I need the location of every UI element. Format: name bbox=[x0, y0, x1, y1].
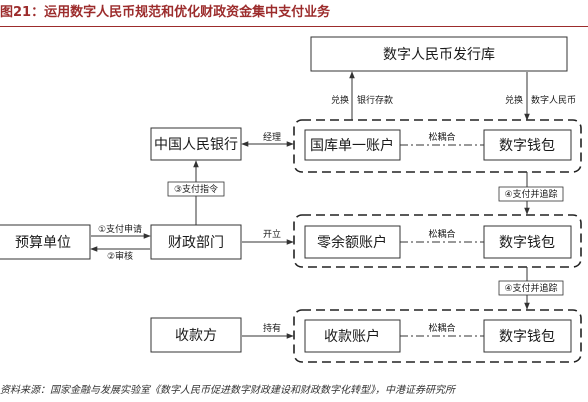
label-hold: 持有 bbox=[263, 322, 281, 334]
node-wallet-1-label: 数字钱包 bbox=[499, 138, 555, 154]
title-divider bbox=[0, 26, 588, 27]
label-payment-order-box bbox=[167, 181, 225, 197]
label-payment-request: ①支付申请 bbox=[98, 223, 142, 235]
label-exchange-right: 兑换 bbox=[505, 94, 523, 106]
node-issuer: 数字人民币发行库 bbox=[310, 36, 568, 72]
label-open-account: 开立 bbox=[263, 228, 281, 240]
group-treasury-row bbox=[293, 119, 582, 173]
node-zero-balance-account: 零余额账户 bbox=[304, 225, 401, 259]
node-issuer-label: 数字人民币发行库 bbox=[383, 47, 495, 63]
node-finance-dept-label: 财政部门 bbox=[168, 235, 224, 251]
label-pay-trace-1: ④支付并追踪 bbox=[504, 188, 557, 200]
label-payment-order: ③支付指令 bbox=[174, 183, 218, 195]
node-pboc-label: 中国人民银行 bbox=[154, 137, 238, 153]
node-wallet-2-label: 数字钱包 bbox=[499, 235, 555, 251]
node-budget-unit-label: 预算单位 bbox=[15, 235, 71, 251]
label-pay-trace-1-box bbox=[498, 186, 564, 202]
node-wallet-3-label: 数字钱包 bbox=[499, 329, 555, 345]
node-wallet-1: 数字钱包 bbox=[483, 129, 572, 161]
source-note: 资料来源：国家金融与发展实验室《数字人民币促进数字财政建设和财政数字化转型》，中… bbox=[0, 385, 455, 396]
label-digital-rmb: 数字人民币 bbox=[531, 94, 576, 106]
node-payee-label: 收款方 bbox=[175, 328, 217, 344]
group-zero-balance-row bbox=[293, 214, 582, 268]
label-pay-trace-2-box bbox=[498, 280, 564, 296]
node-collection-account-label: 收款账户 bbox=[324, 328, 380, 345]
node-pboc: 中国人民银行 bbox=[150, 127, 242, 161]
node-treasury-account: 国库单一账户 bbox=[304, 129, 401, 161]
node-finance-dept: 财政部门 bbox=[150, 224, 242, 260]
node-budget-unit: 预算单位 bbox=[0, 224, 91, 260]
label-pay-trace-2: ④支付并追踪 bbox=[504, 282, 557, 294]
label-loose-coupling-3: 松耦合 bbox=[428, 322, 455, 334]
group-collection-row bbox=[293, 309, 582, 363]
node-payee: 收款方 bbox=[150, 317, 242, 353]
label-loose-coupling-1: 松耦合 bbox=[428, 131, 455, 143]
node-treasury-account-label: 国库单一账户 bbox=[310, 137, 394, 154]
figure-title: 图21：运用数字人民币规范和优化财政资金集中支付业务 bbox=[0, 5, 331, 20]
node-wallet-2: 数字钱包 bbox=[483, 225, 572, 259]
node-zero-balance-account-label: 零余额账户 bbox=[317, 234, 387, 251]
label-exchange-left: 兑换 bbox=[331, 94, 349, 106]
label-review: ②审核 bbox=[107, 250, 133, 262]
node-collection-account: 收款账户 bbox=[304, 319, 401, 353]
node-wallet-3: 数字钱包 bbox=[483, 319, 572, 353]
label-manage: 经理 bbox=[263, 131, 281, 143]
label-loose-coupling-2: 松耦合 bbox=[428, 228, 455, 240]
label-bank-deposit: 银行存款 bbox=[357, 94, 393, 106]
